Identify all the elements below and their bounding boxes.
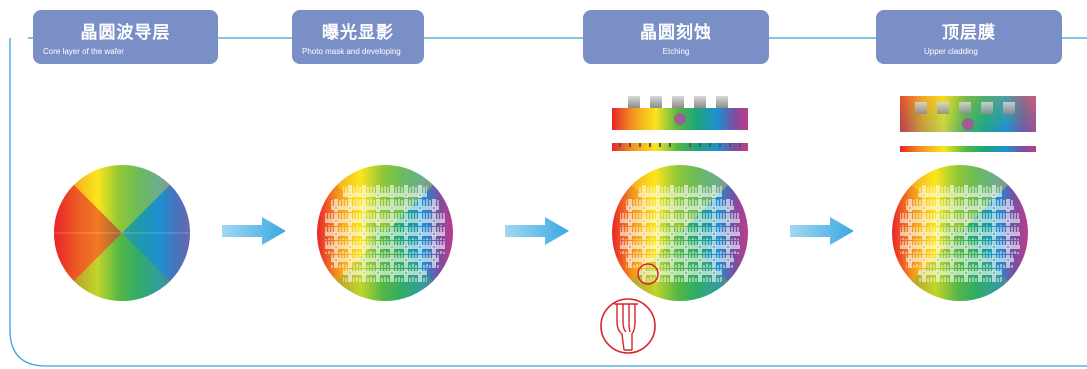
step-tab-cladding: 顶层膜 Upper cladding [876,10,1062,64]
highlight-circle [637,263,659,285]
wafer-photomask [317,165,453,301]
step-subtitle: Photo mask and developing [302,47,401,56]
wafer-etching [612,165,748,301]
cladding-cross-section [900,96,1036,152]
step-title: 顶层膜 [942,23,996,43]
step-title: 晶圆波导层 [80,23,171,43]
step-tab-core-layer: 晶圆波导层 Core layer of the wafer [33,10,218,64]
step-title: 曝光显影 [322,23,394,43]
wafer-core-layer [54,165,190,301]
step-subtitle: Upper cladding [924,47,978,56]
flow-arrow-2 [505,217,569,245]
step-title: 晶圆刻蚀 [640,23,712,43]
wafer-cladding [892,165,1028,301]
waveguide-detail-icon [600,298,656,354]
step-tab-photomask: 曝光显影 Photo mask and developing [292,10,424,64]
step-subtitle: Etching [662,47,690,56]
etch-cross-section [612,96,748,151]
flow-arrow-1 [222,217,286,245]
step-tab-etching: 晶圆刻蚀 Etching [583,10,769,64]
flow-arrow-3 [790,217,854,245]
step-subtitle: Core layer of the wafer [43,47,124,56]
